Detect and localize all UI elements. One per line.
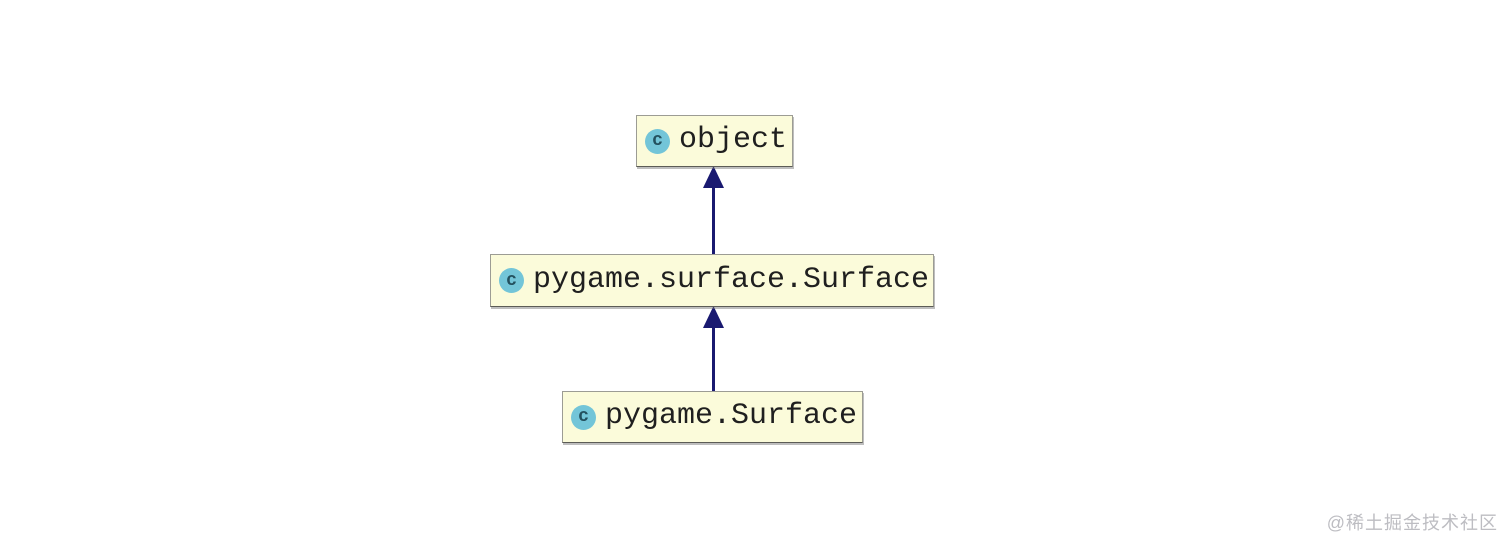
class-node-label: object (679, 123, 788, 157)
class-node-pygame-surface-surface: c pygame.surface.Surface (490, 254, 934, 307)
class-icon: c (571, 404, 596, 430)
class-node-object: c object (636, 115, 793, 167)
arrow-pygamesurface-to-surface (703, 306, 724, 391)
class-icon: c (499, 268, 524, 293)
watermark: @稀土掘金技术社区 (1326, 513, 1498, 533)
class-node-label: pygame.Surface (605, 399, 858, 433)
class-node-label: pygame.surface.Surface (533, 262, 930, 297)
arrow-surface-to-object (703, 166, 724, 254)
class-node-pygame-surface: c pygame.Surface (562, 391, 863, 443)
class-icon: c (645, 128, 670, 154)
